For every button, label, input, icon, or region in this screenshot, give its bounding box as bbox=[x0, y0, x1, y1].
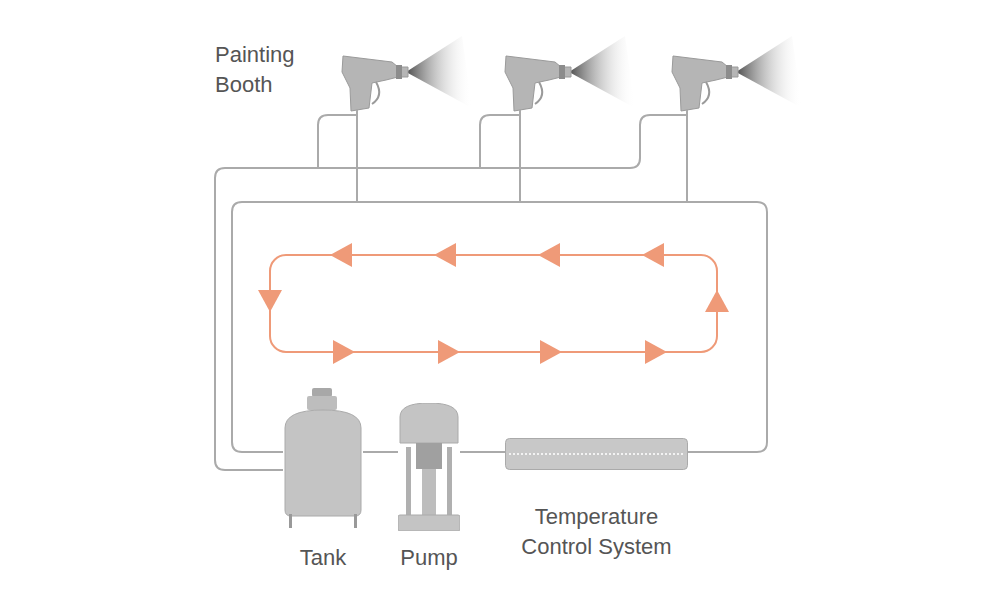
pipe bbox=[215, 110, 687, 470]
circulation-arrows bbox=[258, 243, 729, 364]
area-label: Painting Booth bbox=[215, 40, 325, 100]
tank-shape bbox=[283, 388, 363, 528]
pump-shape bbox=[398, 403, 460, 531]
node-label: Temperature Control System bbox=[507, 502, 687, 562]
spray-gun bbox=[342, 36, 472, 111]
node-label: Tank bbox=[263, 543, 383, 573]
temperature-control-unit-shape bbox=[505, 438, 688, 470]
spray-gun bbox=[672, 36, 802, 111]
pump: Pump bbox=[398, 403, 460, 531]
pipe-connector bbox=[460, 451, 505, 453]
spray-gun bbox=[505, 36, 635, 111]
temperature-control-unit: Temperature Control System bbox=[505, 438, 688, 470]
tank: Tank bbox=[283, 388, 363, 528]
pipe-connector bbox=[363, 451, 398, 453]
node-label: Pump bbox=[369, 543, 489, 573]
